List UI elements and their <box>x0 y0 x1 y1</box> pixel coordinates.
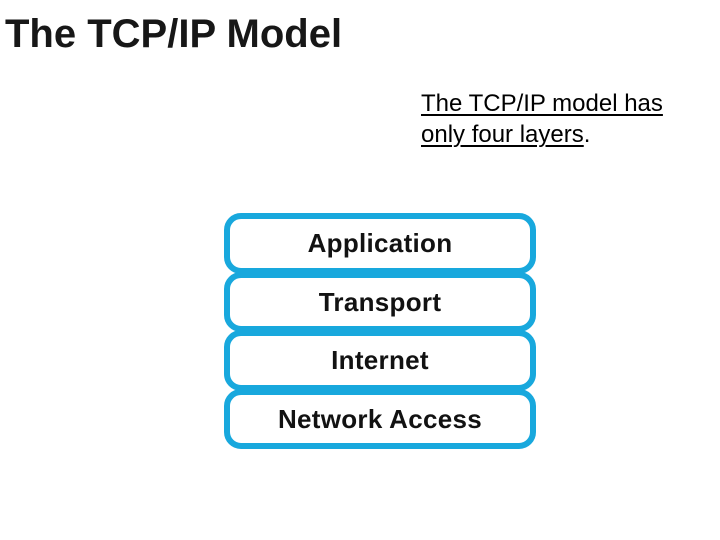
layer-box-application[interactable]: Application <box>224 213 536 274</box>
page-title: The TCP/IP Model <box>5 12 343 56</box>
layer-box-network-access[interactable]: Network Access <box>224 388 536 449</box>
caption-text: The TCP/IP model has only four layers. <box>421 88 713 150</box>
layer-box-transport[interactable]: Transport <box>224 271 536 332</box>
tcpip-layer-stack: Application Transport Internet Network A… <box>224 213 536 449</box>
layer-label-internet: Internet <box>331 345 429 376</box>
caption-period: . <box>583 121 591 148</box>
caption-underlined-part: The TCP/IP model has only four layers <box>421 90 663 148</box>
layer-box-internet[interactable]: Internet <box>224 330 536 391</box>
layer-label-application: Application <box>307 228 453 259</box>
layer-label-network-access: Network Access <box>277 403 483 434</box>
layer-label-transport: Transport <box>318 286 442 317</box>
